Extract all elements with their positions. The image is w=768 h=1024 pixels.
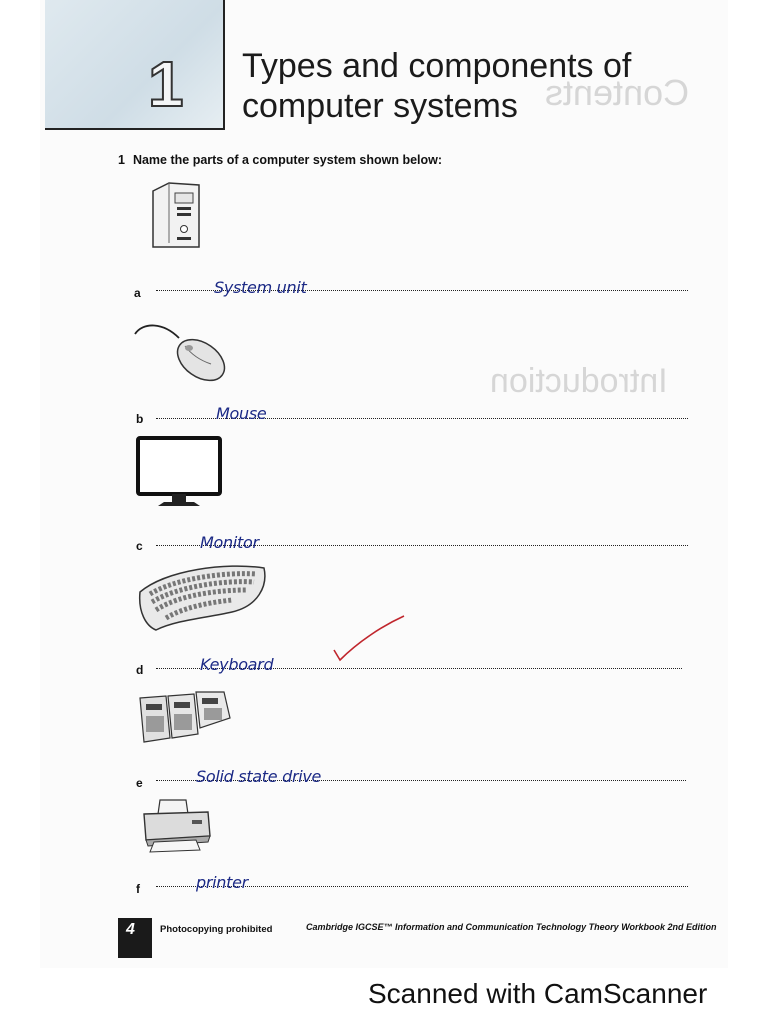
show-through-introduction: Introduction xyxy=(490,362,668,400)
question-1: 1 Name the parts of a computer system sho… xyxy=(118,153,442,167)
item-letter-c: c xyxy=(136,539,143,553)
ssd-icon xyxy=(139,691,231,743)
page-number-tab xyxy=(118,918,152,958)
item-letter-b: b xyxy=(136,412,144,426)
answer-f: printer xyxy=(196,873,248,892)
chapter-title-line-2: computer systems xyxy=(242,87,518,125)
keyboard-icon xyxy=(138,565,266,631)
scanner-watermark: Scanned with CamScanner xyxy=(368,978,708,1009)
question-text: Name the parts of a computer system show… xyxy=(132,153,443,167)
item-letter-a: a xyxy=(134,286,141,300)
tick-mark-icon xyxy=(333,615,405,662)
item-letter-f: f xyxy=(136,882,140,896)
answer-e: Solid state drive xyxy=(196,767,322,786)
chapter-number: 1 xyxy=(147,48,185,120)
answer-line-f xyxy=(156,886,688,887)
printer-icon xyxy=(143,799,211,853)
answer-line-d xyxy=(156,668,682,669)
footer-book-title: Cambridge IGCSE™ Information and Communi… xyxy=(306,922,717,932)
question-number: 1 xyxy=(118,153,125,167)
chapter-header-box xyxy=(45,0,225,130)
system-unit-icon xyxy=(152,182,200,248)
footer-copyright-notice: Photocopying prohibited xyxy=(160,924,273,935)
answer-line-b xyxy=(156,418,688,419)
answer-c: Monitor xyxy=(200,533,259,552)
answer-a: System unit xyxy=(214,278,307,297)
answer-line-a xyxy=(156,290,688,291)
answer-d: Keyboard xyxy=(200,655,274,674)
monitor-icon xyxy=(136,436,222,506)
item-letter-e: e xyxy=(136,776,143,790)
mouse-icon xyxy=(134,324,226,382)
chapter-title: Types and components of computer systems xyxy=(242,46,631,126)
item-letter-d: d xyxy=(136,663,144,677)
answer-line-c xyxy=(156,545,688,546)
answer-b: Mouse xyxy=(216,404,267,423)
answer-line-e xyxy=(156,780,686,781)
page-number: 4 xyxy=(126,921,135,938)
chapter-title-line-1: Types and components of xyxy=(242,47,632,85)
